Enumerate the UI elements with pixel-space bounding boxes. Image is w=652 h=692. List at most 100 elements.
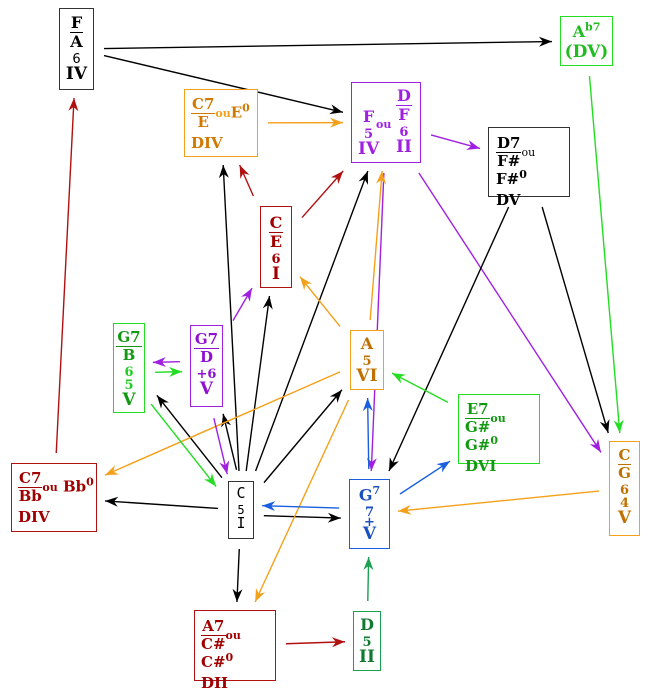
arrow-d7-to-cg (542, 207, 608, 433)
chord-bass: E (191, 114, 215, 130)
alt-chord: G# (465, 436, 490, 454)
chord-root: G7 (116, 330, 141, 347)
arrow-g7-to-a (368, 398, 369, 469)
or-label: ou (226, 629, 241, 642)
arrow-fd-to-g7 (371, 173, 384, 471)
chord-bass: E (269, 233, 284, 250)
arrow-c7bb-to-fa (56, 98, 74, 453)
degree-label: V (610, 510, 639, 527)
function-label: DV (496, 193, 569, 208)
chord-bass: Bb (18, 488, 42, 504)
degree-label: V (350, 526, 389, 543)
chord-root: A7 (201, 619, 226, 636)
or-label: ou (215, 107, 230, 120)
function-label: DVI (465, 459, 539, 474)
arrowhead-a-to-ce (300, 277, 312, 290)
chord-root: C7 (191, 97, 215, 114)
chord-root: C7 (18, 471, 42, 488)
chord-bass: F# (496, 153, 521, 169)
degree-label: II (396, 139, 412, 156)
or-label: ou (521, 146, 535, 159)
chord-root: C (269, 215, 284, 233)
degree-label: VI (351, 368, 383, 385)
chord-root: A (351, 336, 383, 352)
arrowhead-c-to-g7b (157, 395, 169, 408)
arrow-ce-to-fd (302, 171, 343, 218)
arrow-cg-to-g7 (398, 491, 599, 511)
chord-bass: A (70, 33, 83, 50)
node-d-ii[interactable]: D 5 II (353, 611, 381, 671)
degree-label: V (114, 392, 144, 409)
chord-symbol: Ab7 (573, 22, 601, 41)
chord-bass: G# (465, 419, 490, 435)
arrow-g7-to-c (262, 506, 339, 508)
degree-label: I (261, 266, 291, 283)
chord-bass: C# (201, 636, 226, 652)
alt-chord: E (231, 104, 242, 122)
node-ab7-dv[interactable]: Ab7 (DV) (560, 16, 613, 66)
arrow-c-to-g7b (157, 395, 222, 477)
chord-root: C (229, 486, 253, 501)
alt-chord-sup: 0 (242, 102, 250, 115)
arrow-fa-to-ab7 (104, 42, 552, 49)
alt-chord: Bb (63, 478, 86, 496)
chord-root: G7 (194, 332, 219, 349)
arrowhead-c-to-a (330, 390, 342, 403)
alt-chord-sup: 0 (490, 434, 498, 447)
chord-root: D7 (496, 136, 521, 153)
chord-root: D (354, 617, 380, 633)
alt-chord: C# (201, 653, 226, 671)
arrowhead-g7b-to-c (204, 473, 216, 486)
arrowhead-fd-to-cg (590, 439, 601, 453)
chord-bass: F (396, 106, 412, 123)
arrow-c-to-g7 (264, 516, 341, 518)
chord-root: C (618, 448, 632, 465)
degree-label: IV (60, 66, 93, 83)
node-c-i[interactable]: C 5 I (228, 481, 254, 539)
arrow-c-to-a (264, 390, 342, 483)
function-label: (DV) (561, 44, 612, 61)
function-label: DIV (18, 510, 96, 525)
arrowhead-g7-to-e7 (436, 461, 450, 472)
left-chord: F 5 IV (358, 109, 379, 158)
chord-bass: B (116, 347, 141, 363)
alt-chord-sup: 0 (226, 651, 234, 664)
or-label: ou (490, 412, 505, 425)
chord-root: F (70, 15, 83, 33)
chord-bass: G (618, 465, 632, 481)
chord-root: G (359, 485, 373, 504)
chord-root: D (396, 88, 412, 106)
chord-quality: 7 (373, 484, 381, 497)
or-label: ou (42, 481, 57, 494)
node-a-vi[interactable]: A 5 VI (350, 330, 384, 390)
chord-root: E7 (465, 402, 490, 419)
arrowhead-e7-to-a (392, 373, 406, 383)
degree-label: V (191, 381, 222, 398)
chord-bass: D (194, 349, 219, 365)
arrowhead-g7d-to-ce (241, 288, 252, 302)
node-g7-v[interactable]: G7 7 + V (349, 479, 390, 549)
function-label: DII (201, 676, 275, 691)
degree-label: IV (358, 141, 379, 158)
function-label: DIV (191, 136, 257, 151)
